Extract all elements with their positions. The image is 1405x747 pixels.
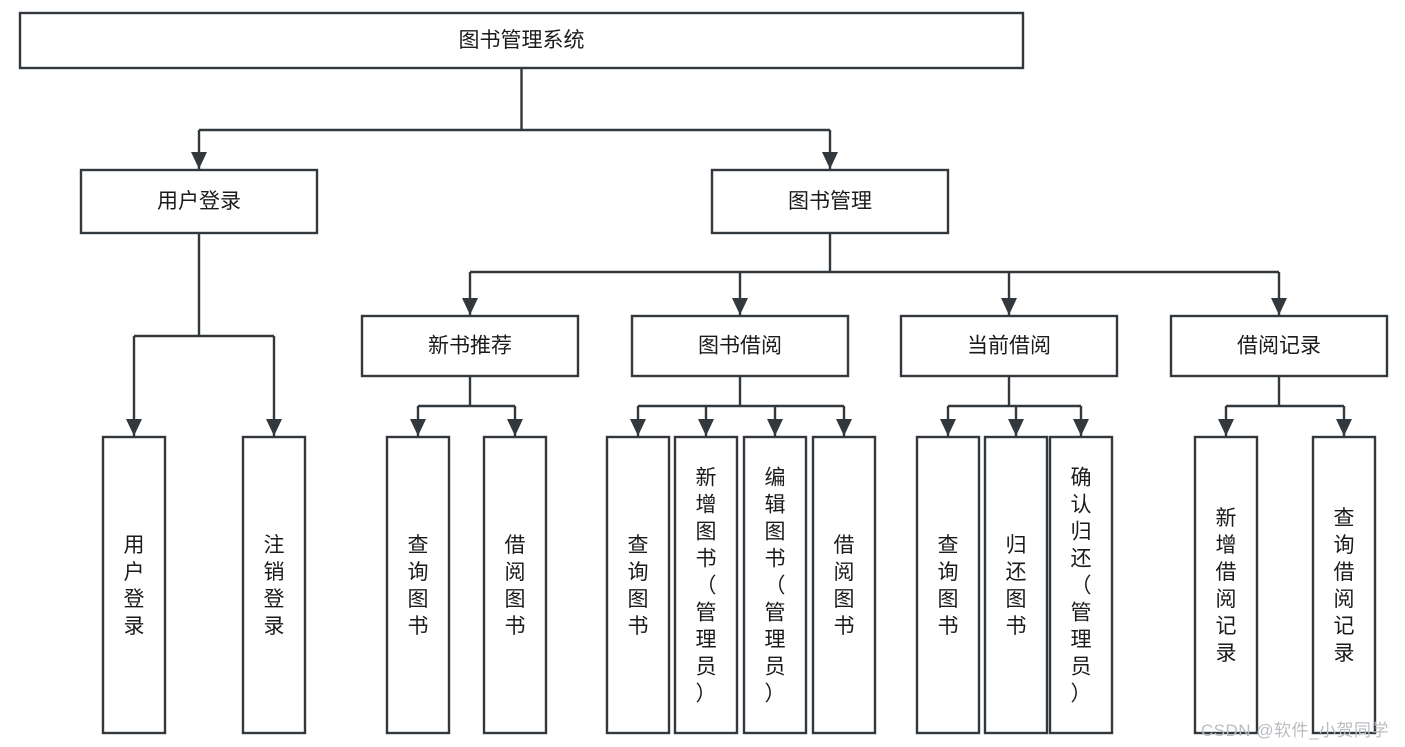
- node-l3_9[interactable]: 归还图书: [983, 435, 1049, 735]
- node-l3_11[interactable]: 新增借阅记录: [1193, 435, 1259, 735]
- node-l3_8[interactable]: 查询图书: [915, 435, 981, 735]
- edge-arrowhead: [1218, 419, 1234, 436]
- node-l1_1[interactable]: 图书管理: [710, 168, 950, 235]
- edge-arrowhead: [507, 419, 523, 436]
- node-box[interactable]: [915, 435, 981, 735]
- node-box[interactable]: [1311, 435, 1377, 735]
- edge-arrowhead: [1271, 298, 1287, 315]
- node-box[interactable]: [360, 314, 580, 378]
- node-box[interactable]: [710, 168, 950, 235]
- node-label: 借阅图书: [505, 534, 526, 638]
- node-box[interactable]: [673, 435, 739, 735]
- node-l2_3[interactable]: 借阅记录: [1169, 314, 1389, 378]
- node-l3_0[interactable]: 用户登录: [101, 435, 167, 735]
- node-box[interactable]: [811, 435, 877, 735]
- node-label: 当前借阅: [967, 335, 1051, 358]
- edge-arrowhead: [732, 298, 748, 315]
- node-label: 图书借阅: [698, 335, 782, 358]
- node-l1_0[interactable]: 用户登录: [79, 168, 319, 235]
- edge-arrowhead: [410, 419, 426, 436]
- node-label: 用户登录: [124, 534, 145, 638]
- node-label: 查询借阅记录: [1334, 507, 1355, 665]
- edge-arrowhead: [630, 419, 646, 436]
- edge-arrowhead: [767, 419, 783, 436]
- edge-arrowhead: [191, 152, 207, 169]
- node-l3_3[interactable]: 借阅图书: [482, 435, 548, 735]
- node-label: 归还图书: [1006, 534, 1027, 638]
- node-box[interactable]: [630, 314, 850, 378]
- node-label: 查询图书: [628, 534, 649, 638]
- node-l3_12[interactable]: 查询借阅记录: [1311, 435, 1377, 735]
- node-label: 编辑图书（管理员）: [765, 467, 786, 706]
- node-label: 查询图书: [938, 534, 959, 638]
- node-l2_0[interactable]: 新书推荐: [360, 314, 580, 378]
- edge-arrowhead: [940, 419, 956, 436]
- node-label: 查询图书: [408, 534, 429, 638]
- node-label: 新增借阅记录: [1216, 507, 1237, 665]
- node-box[interactable]: [18, 11, 1025, 70]
- node-box[interactable]: [983, 435, 1049, 735]
- connector-edges-layer: [126, 68, 1352, 436]
- node-label: 新书推荐: [428, 335, 512, 358]
- node-box[interactable]: [1193, 435, 1259, 735]
- edge-arrowhead: [1001, 298, 1017, 315]
- node-box[interactable]: [1048, 435, 1114, 735]
- node-l2_1[interactable]: 图书借阅: [630, 314, 850, 378]
- node-l3_5[interactable]: 新增图书（管理员）: [673, 435, 739, 735]
- edge-arrowhead: [266, 419, 282, 436]
- edge-arrowhead: [1073, 419, 1089, 436]
- node-label: 借阅图书: [834, 534, 855, 638]
- edge-arrowhead: [698, 419, 714, 436]
- node-label: 确认归还（管理员）: [1071, 467, 1092, 706]
- node-label: 新增图书（管理员）: [696, 467, 717, 706]
- diagram-nodes-layer: 图书管理系统用户登录图书管理新书推荐图书借阅当前借阅借阅记录用户登录注销登录查询…: [18, 11, 1389, 735]
- node-l3_6[interactable]: 编辑图书（管理员）: [742, 435, 808, 735]
- node-l3_10[interactable]: 确认归还（管理员）: [1048, 435, 1114, 735]
- node-box[interactable]: [101, 435, 167, 735]
- edge-arrowhead: [126, 419, 142, 436]
- node-box[interactable]: [605, 435, 671, 735]
- edge-arrowhead: [1008, 419, 1024, 436]
- node-label: 借阅记录: [1237, 335, 1321, 358]
- node-box[interactable]: [385, 435, 451, 735]
- edge-arrowhead: [1336, 419, 1352, 436]
- node-box[interactable]: [241, 435, 307, 735]
- node-box[interactable]: [742, 435, 808, 735]
- node-label: 图书管理: [788, 190, 872, 213]
- node-l3_7[interactable]: 借阅图书: [811, 435, 877, 735]
- node-root[interactable]: 图书管理系统: [18, 11, 1025, 70]
- node-box[interactable]: [482, 435, 548, 735]
- node-label: 用户登录: [157, 190, 241, 213]
- node-label: 注销登录: [264, 534, 285, 638]
- edge-arrowhead: [462, 298, 478, 315]
- node-box[interactable]: [79, 168, 319, 235]
- node-box[interactable]: [899, 314, 1119, 378]
- node-label: 图书管理系统: [459, 29, 585, 52]
- node-l2_2[interactable]: 当前借阅: [899, 314, 1119, 378]
- edge-arrowhead: [836, 419, 852, 436]
- node-l3_2[interactable]: 查询图书: [385, 435, 451, 735]
- edge-arrowhead: [822, 152, 838, 169]
- node-l3_4[interactable]: 查询图书: [605, 435, 671, 735]
- node-box[interactable]: [1169, 314, 1389, 378]
- node-l3_1[interactable]: 注销登录: [241, 435, 307, 735]
